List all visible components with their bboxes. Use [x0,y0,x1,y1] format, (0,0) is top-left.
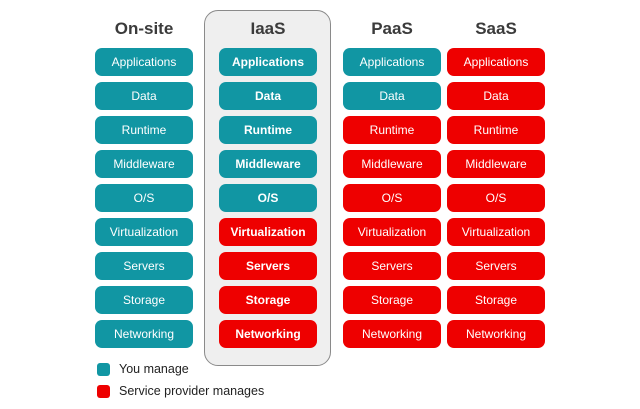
layer-cell: Virtualization [343,218,441,246]
layer-cell: Data [343,82,441,110]
layer-cell: Servers [219,252,317,280]
column-title: IaaS [250,19,286,38]
layer-cell: Applications [219,48,317,76]
layer-cell: Applications [343,48,441,76]
legend-swatch [97,362,110,376]
layer-cell: Storage [219,286,317,314]
layer-cell: Middleware [95,150,193,178]
layer-cell: Middleware [343,150,441,178]
layer-cell: Applications [95,48,193,76]
layer-cell: Virtualization [95,218,193,246]
layer-cell: Servers [447,252,545,280]
layer-cell: Storage [95,286,193,314]
layer-cell: Networking [343,320,441,348]
layer-cell: O/S [447,184,545,212]
legend-label: You manage [119,362,189,376]
legend-item-you-manage: You manage [97,362,189,376]
legend-swatch [97,384,110,398]
layer-cell: Middleware [447,150,545,178]
layer-cell: O/S [95,184,193,212]
layer-cell: O/S [343,184,441,212]
layer-cell: Runtime [343,116,441,144]
layer-cell: Applications [447,48,545,76]
layer-cell: Storage [447,286,545,314]
layer-cell: Runtime [447,116,545,144]
column-title: SaaS [475,19,517,38]
legend-item-provider-manages: Service provider manages [97,384,264,398]
layer-cell: Storage [343,286,441,314]
layer-cell: Data [447,82,545,110]
layer-cell: Runtime [95,116,193,144]
layer-cell: Networking [95,320,193,348]
column-title: PaaS [371,19,413,38]
layer-cell: Data [95,82,193,110]
layer-cell: Middleware [219,150,317,178]
layer-cell: Networking [447,320,545,348]
layer-cell: Networking [219,320,317,348]
layer-cell: Runtime [219,116,317,144]
layer-cell: Virtualization [447,218,545,246]
legend-label: Service provider manages [119,384,265,398]
layer-cell: Servers [95,252,193,280]
layer-cell: Servers [343,252,441,280]
layer-cell: O/S [219,184,317,212]
layer-cell: Data [219,82,317,110]
column-title: On-site [114,19,174,38]
layer-cell: Virtualization [219,218,317,246]
